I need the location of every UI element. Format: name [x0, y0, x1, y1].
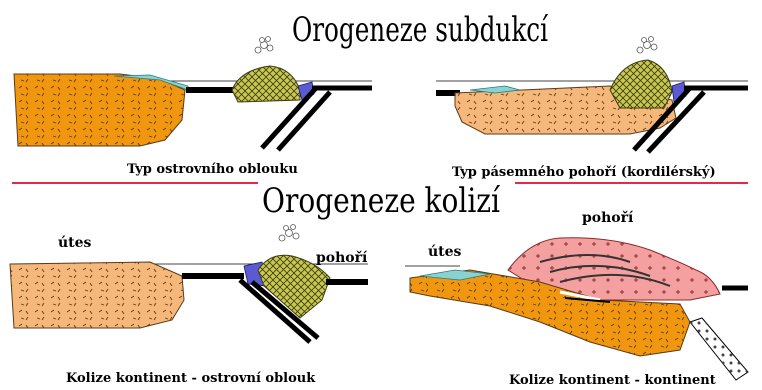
eruption-cloud-icon — [279, 225, 299, 242]
label-reef: útes — [58, 235, 92, 251]
eruption-cloud-icon — [255, 37, 273, 54]
label-mountains: pohoří — [582, 210, 634, 226]
title-subduction: Orogeneze subdukcí — [292, 10, 549, 50]
label-mountains: pohoří — [316, 250, 368, 266]
caption-island-arc: Typ ostrovního oblouku — [127, 162, 298, 177]
caption-cordilleran: Typ pásemného pohoří (kordilérský) — [452, 165, 716, 180]
label-reef: útes — [428, 244, 462, 260]
panel-island-arc — [14, 37, 372, 151]
panel-cordilleran — [436, 37, 748, 153]
caption-continent-continent: Kolize kontinent - kontinent — [509, 373, 716, 388]
caption-continent-arc: Kolize kontinent - ostrovní oblouk — [66, 371, 316, 386]
title-collision: Orogeneze kolizí — [262, 181, 501, 221]
eruption-cloud-icon — [637, 37, 657, 54]
